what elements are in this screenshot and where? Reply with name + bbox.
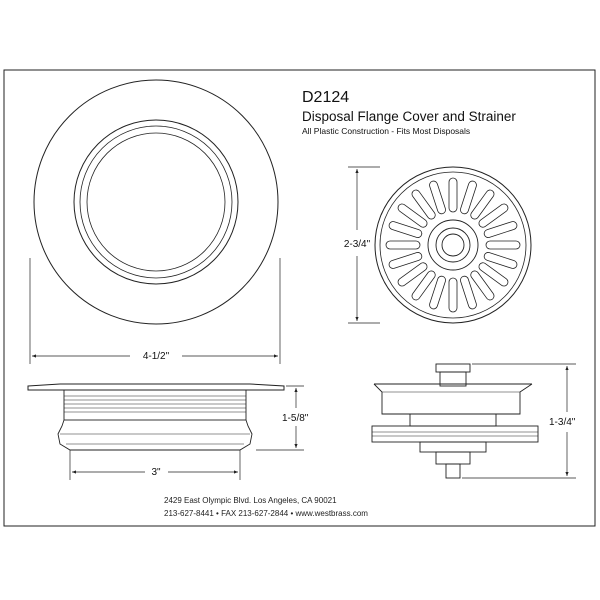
- part-number: D2124: [302, 89, 349, 106]
- strainer-slot: [448, 277, 458, 313]
- company-address: 2429 East Olympic Blvd. Los Angeles, CA …: [164, 496, 337, 505]
- flange-side-view: [27, 383, 285, 451]
- strainer-slot: [483, 221, 518, 238]
- strainer-diameter-label: 2-3/4": [344, 239, 371, 250]
- strainer-slot: [478, 262, 509, 287]
- strainer-slot: [485, 240, 521, 250]
- strainer-slot: [478, 203, 509, 228]
- strainer-height-dimension: [462, 363, 576, 479]
- company-contact: 213-627-8441 • FAX 213-627-2844 • www.we…: [164, 509, 368, 518]
- strainer-slot: [470, 270, 495, 301]
- flange-top-view: [33, 79, 279, 325]
- strainer-slot: [385, 240, 421, 250]
- strainer-height-label: 1-3/4": [549, 417, 576, 428]
- flange-width-dimension: [69, 450, 241, 480]
- strainer-slot: [388, 221, 423, 238]
- strainer-slot: [448, 177, 458, 213]
- strainer-slots: [385, 177, 521, 313]
- flange-diameter-label: 4-1/2": [143, 351, 170, 362]
- strainer-slot: [397, 203, 428, 228]
- drawing-border: [3, 69, 596, 527]
- strainer-slot: [388, 252, 423, 269]
- strainer-slot: [429, 275, 446, 310]
- strainer-slot: [483, 252, 518, 269]
- strainer-slot: [411, 270, 436, 301]
- strainer-diameter-dimension: [348, 166, 380, 324]
- product-name: Disposal Flange Cover and Strainer: [302, 109, 516, 124]
- flange-width-label: 3": [151, 467, 161, 478]
- strainer-side-view: [371, 363, 539, 479]
- flange-diameter-dimension: [29, 258, 281, 364]
- flange-height-dimension: [256, 385, 304, 451]
- product-description: All Plastic Construction - Fits Most Dis…: [302, 126, 470, 136]
- strainer-slot: [411, 189, 436, 220]
- strainer-top-view: [374, 166, 532, 324]
- flange-height-label: 1-5/8": [282, 413, 309, 424]
- strainer-slot: [397, 262, 428, 287]
- strainer-slot: [470, 189, 495, 220]
- strainer-slot: [460, 275, 477, 310]
- strainer-slot: [460, 180, 477, 215]
- strainer-slot: [429, 180, 446, 215]
